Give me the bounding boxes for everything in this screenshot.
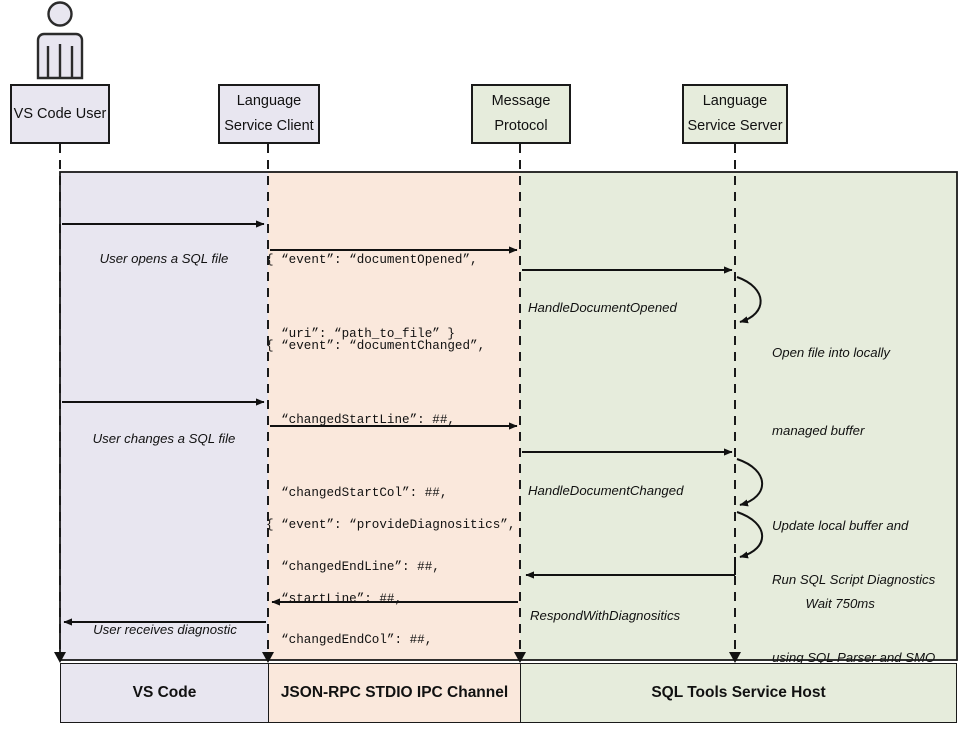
message-line: User receives diagnostic: [93, 622, 237, 637]
message-line: HandleDocumentOpened: [528, 300, 677, 315]
participant-label-line2: Service Server: [687, 118, 783, 134]
message-label-handle-document-changed: HandleDocumentChanged: [528, 431, 746, 551]
note-line: Open file into locally: [772, 345, 891, 360]
message-line: User changes a SQL file: [92, 431, 236, 446]
footer-label: VS Code: [132, 684, 197, 701]
participant-language-service-client[interactable]: Language Service Client: [218, 84, 320, 144]
footer-label: JSON-RPC STDIO IPC Channel: [280, 684, 509, 701]
participant-vs-code-user[interactable]: VS Code User: [10, 84, 110, 144]
participant-label-line1: Message: [491, 93, 551, 109]
message-label-handle-document-opened: HandleDocumentOpened: [528, 248, 738, 368]
footer-sql-tools-host[interactable]: SQL Tools Service Host: [520, 663, 957, 723]
participant-label-line1: VS Code User: [13, 105, 107, 122]
participant-language-service-server[interactable]: Language Service Server: [682, 84, 788, 144]
note-line: Run SQL Script Diagnostics: [772, 572, 936, 587]
message-line: User opens a SQL file: [99, 251, 229, 266]
participant-label-line2: Protocol: [494, 118, 548, 134]
payload-line: { “event”: “documentOpened”,: [266, 253, 478, 267]
participant-label-line1: Language: [702, 93, 768, 109]
payload-line: “changedStartLine”: ##,: [266, 412, 455, 427]
participant-message-protocol[interactable]: Message Protocol: [471, 84, 571, 144]
message-line: HandleDocumentChanged: [528, 483, 684, 498]
payload-line: “startLine”: ##,: [266, 591, 403, 606]
participant-label-line2: Service Client: [224, 118, 314, 134]
footer-label: SQL Tools Service Host: [651, 684, 826, 701]
participant-label-line1: Language: [236, 93, 302, 109]
footer-vs-code[interactable]: VS Code: [60, 663, 269, 723]
message-label-respond-with-diagnositics: RespondWithDiagnositics: [530, 556, 745, 676]
note-line: managed buffer: [772, 423, 865, 438]
message-line: RespondWithDiagnositics: [530, 608, 681, 623]
footer-json-rpc[interactable]: JSON-RPC STDIO IPC Channel: [268, 663, 521, 723]
message-label-user-opens-sql-file: User opens a SQL file: [60, 199, 268, 319]
message-label-user-changes-sql-file: User changes a SQL file: [60, 379, 268, 499]
payload-line: { “event”: “documentChanged”,: [266, 339, 486, 353]
user-stick-figure-icon: [36, 1, 84, 80]
payload-line: { “event”: “provideDiagnositics”,: [266, 518, 516, 532]
